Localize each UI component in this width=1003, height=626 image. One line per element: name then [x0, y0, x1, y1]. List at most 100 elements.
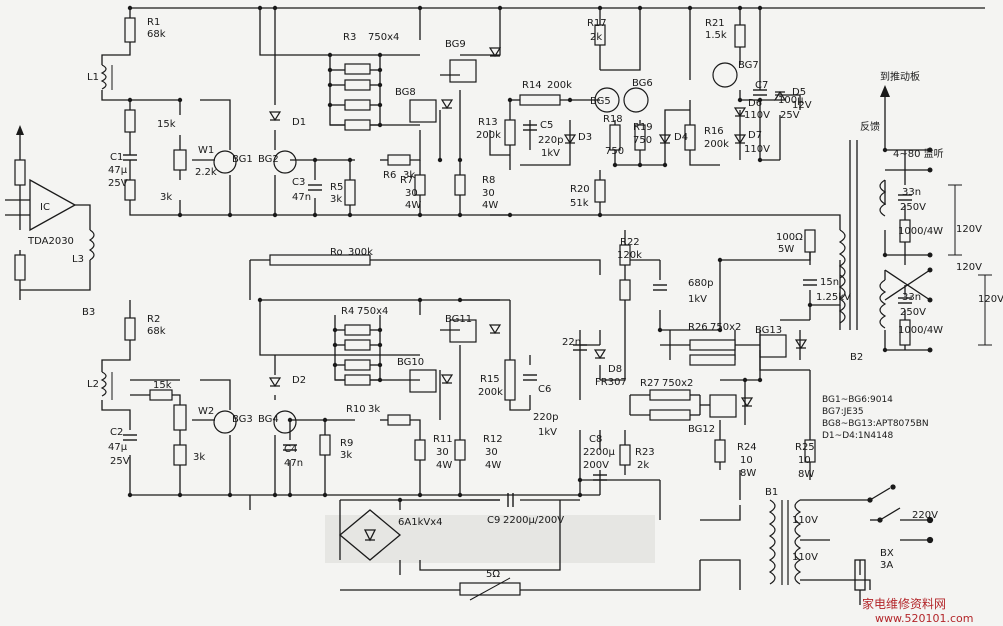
label-W1v: 2.2k	[195, 167, 217, 178]
label-R10v: 3k	[368, 404, 380, 415]
label-D7v: 110V	[744, 144, 770, 155]
resistor-Ro	[269, 254, 371, 266]
diode-D5	[773, 90, 787, 101]
label-R17: R17	[587, 18, 607, 29]
arrow-up-icon-output	[880, 85, 890, 97]
label-C2: C2	[110, 427, 123, 438]
resistor-R12	[454, 439, 466, 461]
label-C1: C1	[110, 152, 123, 163]
label-R4v: 750x4	[357, 306, 388, 317]
label-R3v: 750x4	[368, 32, 399, 43]
label-C1v: 47μ	[108, 165, 128, 176]
mosfet-BG13	[759, 334, 787, 358]
resistor-R24	[714, 439, 726, 463]
resistor-R4b	[344, 339, 371, 351]
label-C7: C7	[755, 80, 768, 91]
resistor-R22	[619, 244, 631, 266]
resistor-R27b	[649, 409, 691, 421]
label-C8: C8	[589, 434, 602, 445]
resistor-R2	[124, 317, 136, 341]
resistor-R4d	[344, 374, 371, 386]
label-Rov: 300k	[348, 247, 373, 258]
label-R26v: 750x2	[710, 322, 741, 333]
labels: R1 68k L1 C1 47μ 25V 15k 3k W1 2.2k BG1 …	[27, 17, 1003, 580]
label-R11: R11	[433, 434, 453, 445]
transistor-BG2	[273, 150, 297, 174]
resistor-R14	[519, 94, 561, 106]
resistor-R4a	[344, 324, 371, 336]
transistor-BG1	[213, 150, 237, 174]
label-R7a: 30	[405, 188, 418, 199]
mosfet-BG9	[449, 59, 477, 83]
label-100ohm: 100Ω	[776, 232, 803, 243]
label-R5: R5	[330, 182, 343, 193]
label-BG2: BG2	[258, 154, 279, 165]
label-D1: D1	[292, 117, 306, 128]
label-R2: R2	[147, 314, 160, 325]
transistors	[213, 59, 787, 434]
label-R15: R15	[480, 374, 500, 385]
resistor-R1	[124, 17, 136, 43]
label-R6: R6	[383, 170, 396, 181]
label-C7v: 100μ	[778, 95, 804, 106]
label-33n-a: 33n	[902, 187, 921, 198]
label-R7: R7	[400, 175, 413, 186]
label-R9v: 3k	[340, 450, 352, 461]
label-R7b: 4W	[405, 200, 421, 211]
label-C3v: 47n	[292, 192, 311, 203]
coil-B2-sec1	[879, 179, 887, 217]
label-3k-a: 3k	[160, 192, 172, 203]
label-R20: R20	[570, 184, 590, 195]
resistor-1000-a	[899, 219, 911, 243]
resistor-R13	[504, 119, 516, 146]
resistor-R20	[594, 179, 606, 203]
coil-B2-pri1	[838, 229, 846, 279]
resistor-R21	[734, 24, 746, 48]
diode-BG11-body	[488, 324, 502, 335]
label-R18v: 750	[605, 146, 624, 157]
resistor-R4c	[344, 359, 371, 371]
label-R21: R21	[705, 18, 725, 29]
label-R22v: 120k	[617, 250, 642, 261]
label-R5v: 3k	[330, 194, 342, 205]
mosfet-BG10	[409, 369, 437, 393]
label-R9: R9	[340, 438, 353, 449]
label-R8: R8	[482, 175, 495, 186]
label-220v: 220V	[912, 510, 938, 521]
diode-D7	[733, 134, 747, 145]
label-D5: D5	[792, 87, 806, 98]
capacitors	[123, 89, 912, 507]
wires	[5, 7, 985, 605]
label-R4: R4	[341, 306, 354, 317]
label-680pu: 1kV	[688, 294, 707, 305]
label-C5v: 220p	[538, 135, 563, 146]
resistor-R3d	[344, 119, 371, 131]
resistor-15k-top	[124, 109, 136, 133]
label-15nu: 1.25kV	[816, 292, 851, 303]
opamp-IC	[29, 178, 77, 232]
legend-2: BG7:JE35	[822, 407, 864, 417]
pot-W1	[173, 149, 187, 171]
label-BG1: BG1	[232, 154, 253, 165]
label-R14v: 200k	[547, 80, 572, 91]
label-33n-b: 33n	[902, 292, 921, 303]
label-B3: B3	[82, 307, 95, 318]
resistor-R3b	[344, 79, 371, 91]
diode-D3	[563, 134, 577, 145]
transistor-BG4	[273, 410, 297, 434]
label-C5u: 1kV	[541, 148, 560, 159]
label-B2: B2	[850, 352, 863, 363]
label-110a: 110V	[792, 515, 818, 526]
transistor-BG6	[623, 87, 649, 113]
resistor-100ohm	[804, 229, 816, 253]
coils	[88, 64, 887, 585]
resistor-R10	[387, 414, 411, 426]
resistors	[14, 17, 911, 466]
resistor-R26a	[689, 339, 736, 351]
label-680p: 680p	[688, 278, 713, 289]
label-120a: 120V	[956, 224, 982, 235]
resistor-R11	[414, 439, 426, 461]
label-R16v: 200k	[704, 139, 729, 150]
label-R23: R23	[635, 447, 655, 458]
transistor-BG5	[594, 87, 620, 113]
